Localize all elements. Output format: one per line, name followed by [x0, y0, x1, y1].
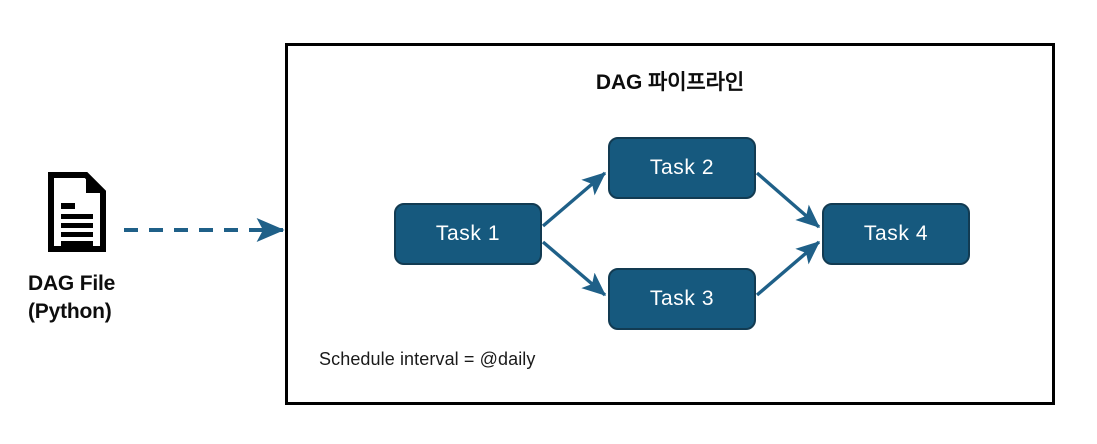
document-icon [48, 172, 106, 252]
page-title: DAG 파이프라인 [595, 71, 745, 94]
dag-file-label-line1: DAG File [28, 272, 116, 295]
node-task-4[interactable]: Task 4 [822, 203, 970, 265]
node-task-3[interactable]: Task 3 [608, 268, 756, 330]
node-task-2[interactable]: Task 2 [608, 137, 756, 199]
dag-file-label: DAG File (Python) [18, 270, 148, 325]
schedule-interval-text: Schedule interval = @daily [319, 349, 536, 369]
dag-file-label-line2: (Python) [28, 299, 112, 323]
dag-file-source: DAG File (Python) [18, 172, 148, 342]
node-task-1[interactable]: Task 1 [394, 203, 542, 265]
